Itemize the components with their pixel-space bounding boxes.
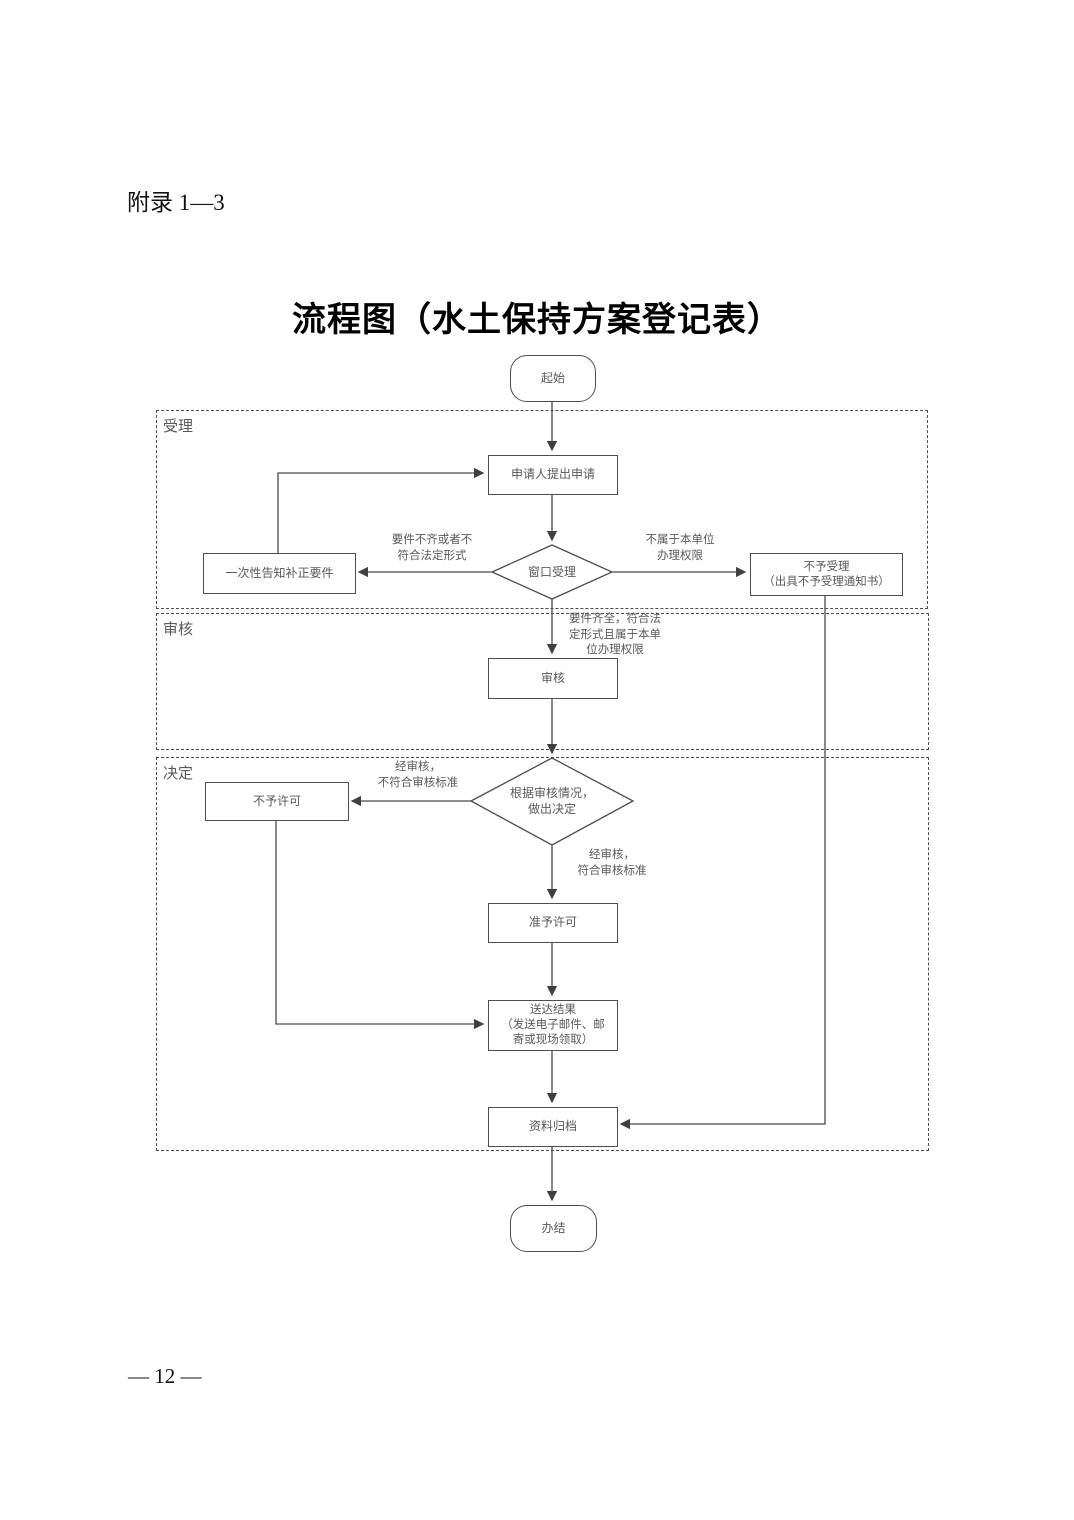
node-review: 审核	[488, 658, 618, 699]
edge-label-review-pass: 经审核， 符合审核标准	[577, 849, 647, 877]
section-accept: 受理	[156, 410, 928, 609]
node-end: 办结	[510, 1205, 597, 1252]
node-notify-correction: 一次性告知补正要件	[203, 553, 356, 594]
page-title: 流程图（水土保持方案登记表）	[292, 302, 782, 339]
node-start: 起始	[510, 355, 596, 402]
section-accept-label: 受理	[163, 418, 194, 435]
appendix-label: 附录 1—3	[127, 190, 225, 215]
node-archive: 资料归档	[488, 1107, 618, 1147]
edge-label-review-fail: 经审核， 不符合审核标准	[377, 761, 459, 789]
node-decide-label: 根据审核情况， 做出决定	[509, 786, 594, 816]
node-deny-permit: 不予许可	[205, 782, 349, 821]
section-review-label: 审核	[163, 621, 194, 638]
node-deliver-result: 送达结果 （发送电子邮件、邮 寄或现场领取）	[488, 1000, 618, 1051]
edge-label-outside-authority: 不属于本单位 办理权限	[645, 534, 715, 562]
section-decide-label: 决定	[163, 765, 194, 782]
node-window-accept-label: 窗口受理	[527, 565, 576, 579]
section-review: 审核	[156, 613, 929, 750]
page-number: — 12 —	[128, 1364, 202, 1388]
node-reject-accept: 不予受理 （出具不予受理通知书）	[750, 553, 903, 596]
node-apply: 申请人提出申请	[488, 455, 618, 495]
edge-label-complete: 要件齐全，符合法 定形式且属于本单 位办理权限	[569, 613, 661, 657]
node-grant-permit: 准予许可	[488, 903, 618, 943]
edge-label-incomplete: 要件不齐或者不 符合法定形式	[391, 534, 473, 562]
